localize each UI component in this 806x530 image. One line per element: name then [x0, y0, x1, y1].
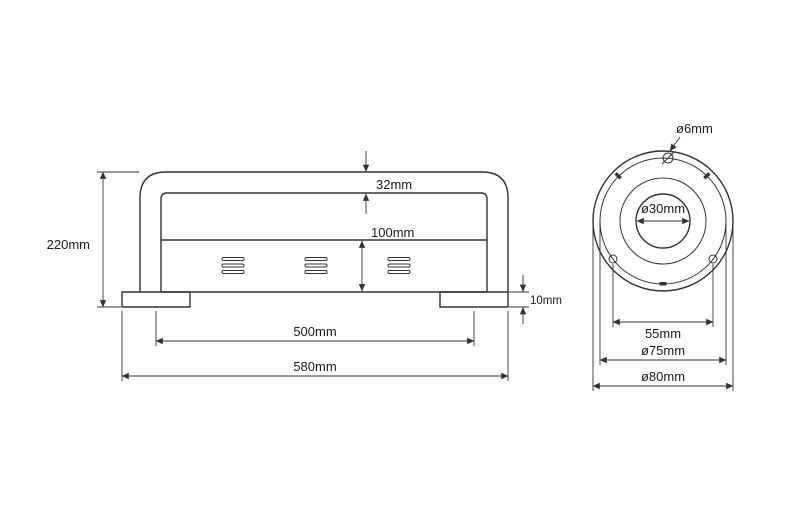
- bolt-hole-right: [708, 254, 718, 264]
- dim-label-base-thickness: 10mm: [530, 295, 562, 307]
- mounting-foot-right: [439, 291, 509, 308]
- bolt-hole-left: [608, 254, 618, 264]
- screw-hole: [661, 151, 675, 165]
- dim-label-outer-diameter: ø80mm: [641, 369, 685, 384]
- dimension-hole-spacing: 55mm: [612, 264, 714, 341]
- dimension-mount-spacing: 500mm: [155, 311, 475, 346]
- dimension-inner-diameter: ø75mm: [599, 221, 727, 365]
- mounting-foot-left: [121, 291, 191, 308]
- dimension-overall-height: 220mm: [47, 171, 139, 308]
- flange-center-hole: [635, 193, 691, 249]
- dimension-outer-diameter: ø80mm: [592, 221, 734, 391]
- dim-label-overall-height: 220mm: [47, 237, 90, 252]
- dimension-center-hole: ø30mm: [636, 201, 690, 225]
- dim-label-mount-spacing: 500mm: [293, 324, 336, 339]
- grab-bar-tube-inner: [160, 192, 488, 292]
- dimension-overall-width: 580mm: [121, 311, 509, 381]
- dim-label-inner-diameter: ø75mm: [641, 343, 685, 358]
- dim-label-hole-spacing: 55mm: [645, 326, 681, 341]
- dimension-screw-hole: ø6mm: [669, 121, 713, 152]
- drain-slots: [221, 257, 411, 274]
- grab-bar-tube-outer: [139, 171, 509, 292]
- dim-label-tube-diameter: 32mm: [376, 177, 412, 192]
- flange-boss-circle: [619, 177, 707, 265]
- dimension-base-thickness: 10mm: [509, 275, 562, 324]
- flange-end-view: ø6mm ø30mm 55mm ø75mm: [592, 121, 734, 391]
- dim-label-body-height: 100mm: [371, 225, 414, 240]
- front-elevation-view: 220mm 32mm 100mm 10mm: [47, 151, 562, 381]
- dim-label-screw-hole: ø6mm: [676, 121, 713, 136]
- clip-notches: [614, 172, 711, 286]
- dim-label-overall-width: 580mm: [293, 359, 336, 374]
- dim-label-center-hole: ø30mm: [641, 201, 685, 216]
- dimension-tube-diameter: 32mm: [362, 151, 412, 214]
- dimension-body-height: 100mm: [358, 225, 414, 292]
